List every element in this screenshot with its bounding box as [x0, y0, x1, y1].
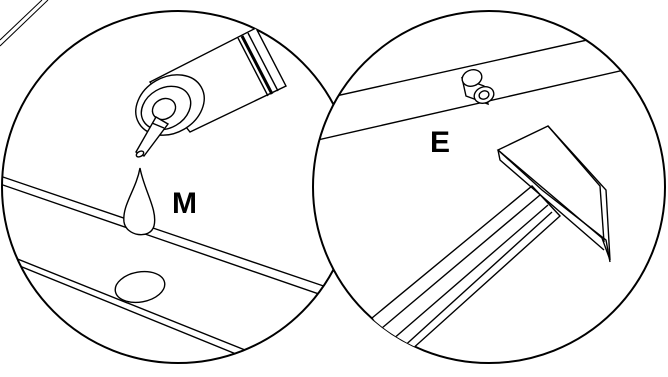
- right-detail-panel: E: [300, 11, 668, 363]
- panel-label-m: M: [172, 187, 197, 220]
- right-panel-circle: [313, 11, 665, 363]
- panel-label-e: E: [430, 126, 450, 159]
- corner-edge-lines: [0, 0, 48, 46]
